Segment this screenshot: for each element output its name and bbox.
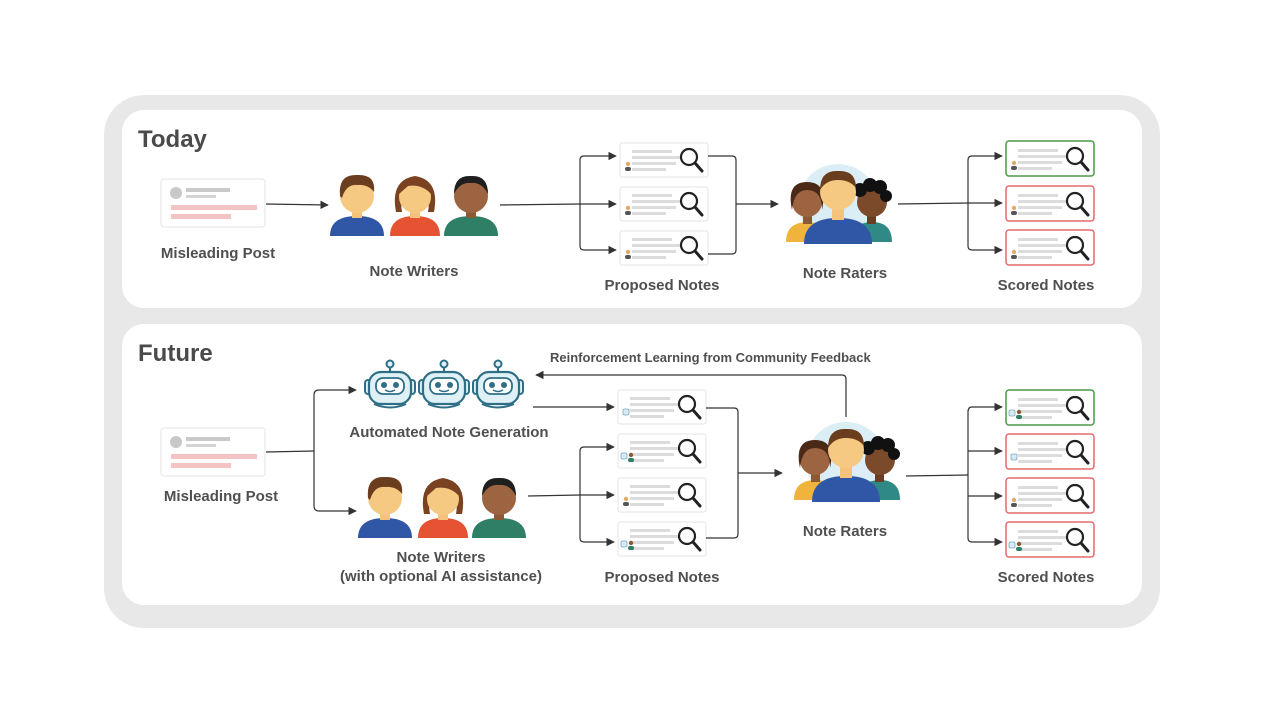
today-misleading-post-label: Misleading Post — [160, 245, 276, 262]
future-note-writers-subtitle: (with optional AI assistance) — [340, 568, 542, 585]
future-note-writers-label: Note Writers (with optional AI assistanc… — [321, 548, 561, 586]
future-misleading-post-card — [160, 427, 266, 477]
today-note-raters-label: Note Raters — [802, 265, 888, 282]
today-scored-notes-stack — [1005, 140, 1095, 266]
future-scored-notes-stack — [1005, 389, 1095, 558]
future-note-raters-group — [794, 422, 900, 502]
future-title: Future — [138, 340, 213, 367]
future-proposed-notes-label: Proposed Notes — [604, 569, 720, 586]
future-proposed-notes-stack — [618, 390, 706, 556]
today-note-writers-label: Note Writers — [369, 263, 459, 280]
today-title: Today — [138, 126, 207, 153]
today-misleading-post-card — [160, 178, 266, 228]
future-note-writers-title: Note Writers — [396, 549, 486, 566]
today-proposed-notes-label: Proposed Notes — [604, 277, 720, 294]
future-scored-notes-label: Scored Notes — [997, 569, 1095, 586]
future-robot-group — [363, 359, 525, 409]
future-note-raters-label: Note Raters — [802, 523, 888, 540]
feedback-loop-label: Reinforcement Learning from Community Fe… — [550, 350, 871, 365]
feedback-loop-arrow — [535, 370, 847, 417]
today-note-raters-group — [786, 164, 892, 244]
today-note-writers-group — [330, 174, 498, 236]
today-proposed-notes-stack — [620, 143, 708, 265]
today-scored-notes-label: Scored Notes — [997, 277, 1095, 294]
future-misleading-post-label: Misleading Post — [163, 488, 279, 505]
automated-note-generation-label: Automated Note Generation — [349, 424, 549, 441]
future-note-writers-group — [358, 476, 526, 538]
